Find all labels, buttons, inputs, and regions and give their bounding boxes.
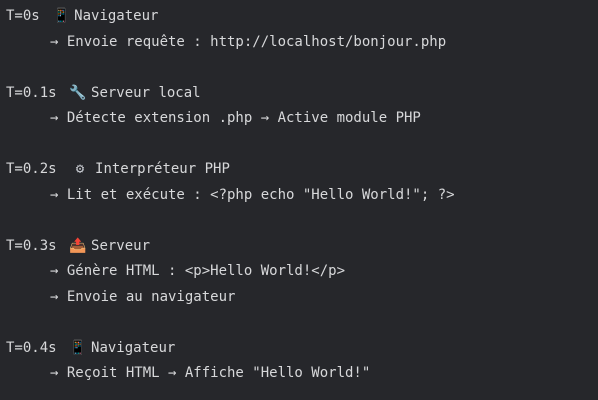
- step-header: T=0s 📱Navigateur: [6, 4, 598, 30]
- step-header: T=0.2s ⚙ Interpréteur PHP: [6, 157, 598, 183]
- step-detail: → Détecte extension .php → Active module…: [50, 110, 421, 126]
- mobile-phone-icon: 📱: [69, 339, 87, 356]
- step-header: T=0.3s 📤Serveur: [6, 234, 598, 260]
- actor-label: Navigateur: [74, 8, 159, 24]
- gear-icon: ⚙: [75, 161, 85, 177]
- timestamp: T=0.4s: [6, 339, 66, 356]
- actor-label: Serveur: [91, 237, 151, 254]
- timeline-step: T=0s 📱Navigateur → Envoie requête : http…: [6, 4, 598, 55]
- actor-label: Navigateur: [91, 339, 176, 356]
- step-detail: → Envoie requête : http://localhost/bonj…: [50, 33, 447, 50]
- step-header: T=0.1s 🔧Serveur local: [6, 81, 598, 107]
- timeline-step: T=0.2s ⚙ Interpréteur PHP → Lit et exécut…: [6, 157, 598, 208]
- timestamp: T=0s: [6, 8, 49, 24]
- step-detail: → Envoie au navigateur: [50, 288, 236, 305]
- step-detail: → Reçoit HTML → Affiche "Hello World!": [50, 365, 371, 381]
- timeline-step: T=0.3s 📤Serveur → Génère HTML : <p>Hello…: [6, 234, 598, 311]
- timeline-step: T=0.4s 📱Navigateur → Reçoit HTML → Affic…: [6, 336, 598, 387]
- timestamp: T=0.1s: [6, 84, 66, 101]
- wrench-icon: 🔧: [69, 84, 87, 101]
- actor-label: Serveur local: [91, 84, 201, 101]
- timestamp: T=0.2s: [6, 161, 66, 177]
- step-header: T=0.4s 📱Navigateur: [6, 336, 598, 362]
- step-detail: → Génère HTML : <p>Hello World!</p>: [50, 263, 346, 279]
- actor-label: Interpréteur PHP: [95, 161, 230, 177]
- mobile-phone-icon: 📱: [52, 8, 70, 24]
- step-detail: → Lit et exécute : <?php echo "Hello Wor…: [50, 186, 455, 203]
- outbox-icon: 📤: [69, 237, 87, 254]
- timeline-step: T=0.1s 🔧Serveur local → Détecte extensio…: [6, 81, 598, 132]
- timestamp: T=0.3s: [6, 237, 66, 254]
